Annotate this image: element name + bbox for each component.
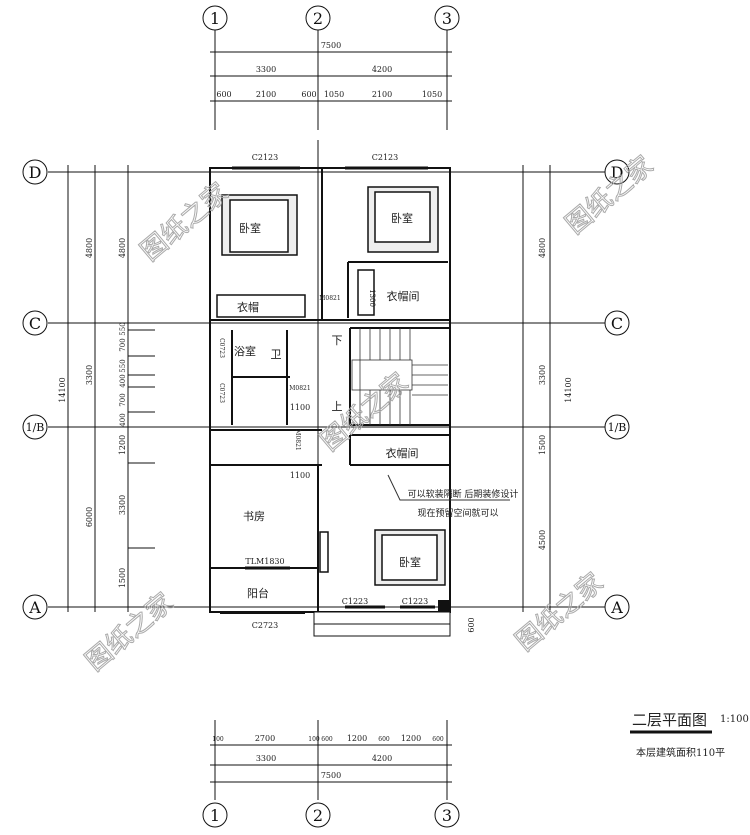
label-win: C0723 — [218, 383, 225, 403]
axis-d-right: D — [611, 163, 624, 182]
floor-area: 本层建筑面积110平 — [636, 746, 725, 759]
room-walkin-n: 衣帽间 — [387, 289, 420, 303]
dim-right-inner: 3300 — [538, 365, 547, 385]
label-win-balcony: C2723 — [252, 621, 278, 630]
dim-left-detail: 1500 — [118, 568, 127, 588]
balcony-railing — [220, 600, 451, 637]
label-door: M0821 — [319, 295, 340, 302]
axis-3-top: 3 — [442, 9, 452, 28]
drawing-title: 二层平面图 — [632, 711, 707, 729]
dim-bottom-detail: 100 — [308, 736, 320, 743]
beds — [216, 186, 446, 586]
dim-left-mid: 6000 — [85, 507, 94, 527]
label-dim-1100: 1100 — [290, 471, 310, 480]
dim-left-mid: 3300 — [85, 365, 94, 385]
note-leader — [387, 474, 510, 501]
dim-bottom-detail: 600 — [432, 736, 444, 743]
dim-bottom-detail: 600 — [321, 736, 333, 743]
dim-left-detail: 700 — [119, 338, 127, 351]
axis-1-top: 1 — [210, 9, 220, 28]
dim-left-detail: 550 — [119, 359, 127, 372]
windows — [232, 166, 435, 609]
dim-left-detail: 400 — [119, 374, 127, 387]
room-bedroom-s: 卧室 — [399, 555, 421, 569]
label-up: 上 — [332, 400, 343, 413]
room-bath: 浴室 — [234, 344, 256, 358]
label-win: C1223 — [402, 597, 428, 606]
axis-c-right: C — [611, 314, 623, 333]
label-down: 下 — [332, 334, 343, 347]
label-dim-1300: 1300 — [368, 289, 376, 307]
dim-top-detail: 1050 — [422, 90, 442, 99]
label-dim-600: 600 — [467, 617, 476, 632]
label-door: M0821 — [294, 429, 301, 450]
dim-top-overall: 7500 — [321, 41, 341, 50]
axis-b-left: 1/B — [26, 421, 45, 434]
room-bedroom-nw: 卧室 — [239, 221, 261, 235]
drawing-scale: 1:100 — [720, 714, 749, 725]
label-dim-1100: 1100 — [290, 403, 310, 412]
axis-2-bottom: 2 — [313, 806, 323, 825]
axis-d-left: D — [29, 163, 42, 182]
dim-bottom-detail: 600 — [378, 736, 390, 743]
dim-top-mid: 4200 — [372, 65, 392, 74]
room-study: 书房 — [243, 510, 265, 523]
dim-left-detail: 550 — [119, 322, 127, 335]
grid-lines — [48, 30, 605, 800]
dim-right-inner: 4500 — [538, 530, 547, 550]
staircase — [351, 328, 448, 425]
dim-bottom-detail: 2700 — [255, 734, 275, 743]
watermark: 图纸之家 — [510, 568, 609, 658]
dim-bottom-detail: 1200 — [347, 734, 367, 743]
label-win-nw: C2123 — [252, 153, 278, 162]
dim-top-detail: 1050 — [324, 90, 344, 99]
dim-right-inner: 4800 — [538, 238, 547, 258]
label-win-ne: C2123 — [372, 153, 398, 162]
note-line-1: 可以软装隔断 后期装修设计 — [408, 488, 519, 500]
dim-left-mid: 4800 — [85, 238, 94, 258]
room-wc: 卫 — [271, 348, 282, 361]
label-win: C0723 — [218, 338, 225, 358]
dim-bottom-overall: 7500 — [321, 771, 341, 780]
axis-b-right: 1/B — [608, 421, 627, 434]
dim-left-detail: 400 — [119, 413, 127, 426]
axis-1-bottom: 1 — [210, 806, 220, 825]
room-walkin-s: 衣帽间 — [386, 446, 419, 460]
dim-bottom-mid: 4200 — [372, 754, 392, 763]
axis-bubbles — [22, 5, 630, 828]
room-bedroom-ne: 卧室 — [391, 211, 413, 225]
dim-left-overall: 14100 — [58, 377, 67, 402]
dim-left-detail: 3300 — [118, 495, 127, 515]
dim-top-detail: 2100 — [372, 90, 392, 99]
dimension-lines — [67, 51, 551, 783]
watermark: 图纸之家 — [315, 368, 414, 458]
dim-bottom-detail: 1200 — [401, 734, 421, 743]
room-balcony: 阳台 — [247, 586, 269, 600]
dim-top-mid: 3300 — [256, 65, 276, 74]
watermark: 图纸之家 — [135, 178, 234, 268]
axis-3-bottom: 3 — [442, 806, 452, 825]
label-win: C1223 — [342, 597, 368, 606]
dim-bottom-mid: 3300 — [256, 754, 276, 763]
dim-left-detail: 700 — [119, 393, 127, 406]
label-door-tlm: TLM1830 — [245, 557, 284, 566]
note-line-2: 现在预留空间就可以 — [417, 507, 498, 519]
dim-bottom-detail: 100 — [212, 736, 224, 743]
dim-top-detail: 2100 — [256, 90, 276, 99]
axis-2-top: 2 — [313, 9, 323, 28]
axis-a-right: A — [610, 598, 623, 617]
dim-right-overall: 14100 — [564, 377, 573, 402]
dim-left-detail: 4800 — [118, 238, 127, 258]
dim-right-inner: 1500 — [538, 435, 547, 455]
dim-top-detail: 600 — [301, 90, 316, 99]
label-door: M0821 — [289, 385, 310, 392]
dim-left-detail: 1200 — [118, 435, 127, 455]
room-closet: 衣帽 — [237, 300, 259, 314]
dim-top-detail: 600 — [216, 90, 231, 99]
axis-a-left: A — [28, 598, 41, 617]
axis-c-left: C — [29, 314, 41, 333]
